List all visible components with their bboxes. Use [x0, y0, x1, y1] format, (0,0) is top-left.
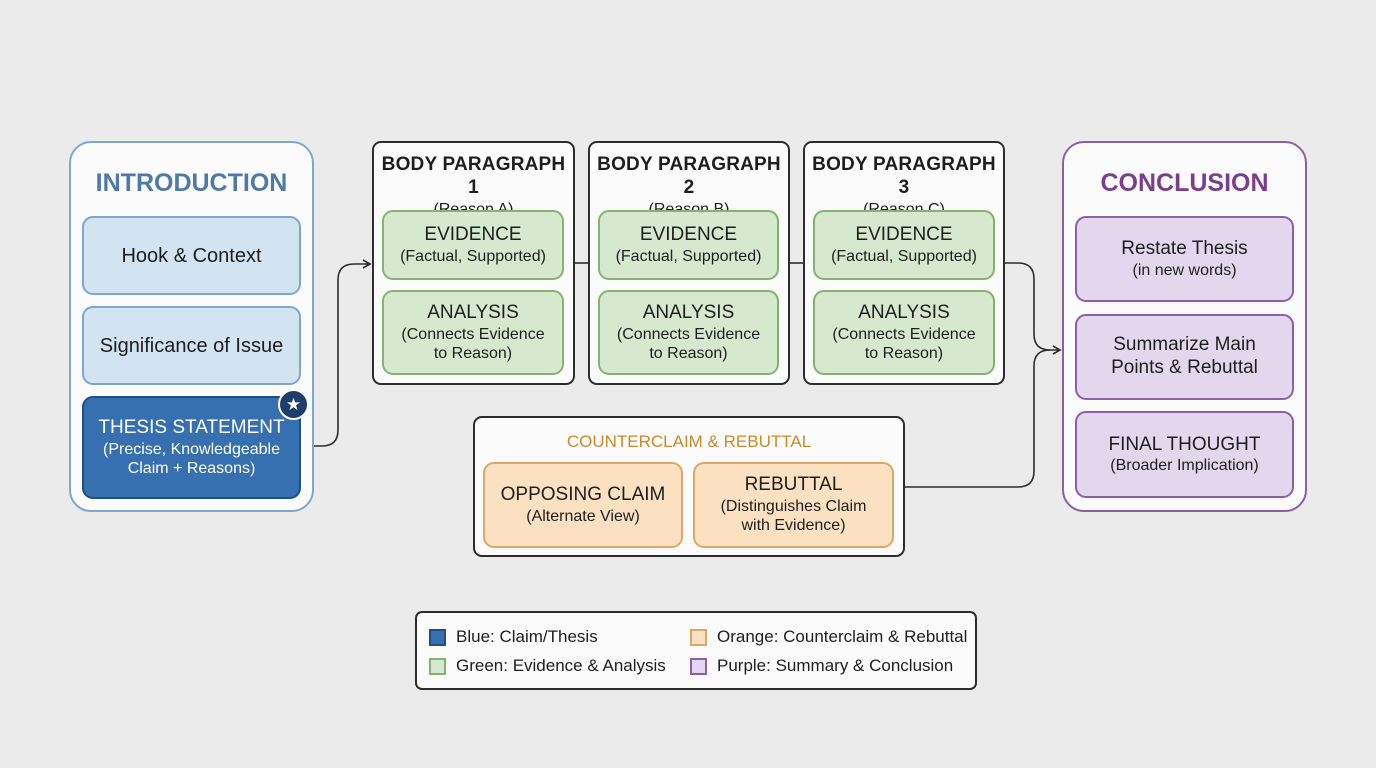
hook-context-label: Hook & Context [121, 244, 262, 267]
opposing-claim-box: OPPOSING CLAIM (Alternate View) [483, 462, 683, 548]
legend-label-purple: Purple: Summary & Conclusion [717, 656, 954, 675]
legend-item-purple: Purple: Summary & Conclusion [690, 656, 953, 676]
analysis-box-2: ANALYSIS (Connects Evidence to Reason) [598, 290, 779, 375]
rebuttal-box: REBUTTAL (Distinguishes Claim with Evide… [693, 462, 894, 548]
restate-thesis-box: Restate Thesis (in new words) [1075, 216, 1294, 302]
rebuttal-line2: with Evidence) [741, 517, 846, 535]
evidence-box-3: EVIDENCE (Factual, Supported) [813, 210, 995, 280]
significance-box: Significance of Issue [82, 306, 301, 385]
final-thought-box: FINAL THOUGHT (Broader Implication) [1075, 411, 1294, 498]
final-thought-title: FINAL THOUGHT [1108, 433, 1261, 455]
body-to-conclusion-arrow [1005, 262, 1062, 355]
analysis-line2: to Reason) [433, 344, 513, 362]
hook-context-box: Hook & Context [82, 216, 301, 295]
analysis-box-1: ANALYSIS (Connects Evidence to Reason) [382, 290, 564, 375]
evidence-title: EVIDENCE [855, 224, 953, 245]
legend-label-blue: Blue: Claim/Thesis [456, 627, 598, 646]
evidence-sub: (Factual, Supported) [400, 247, 546, 265]
summarize-line1: Summarize Main [1113, 334, 1256, 356]
analysis-title: ANALYSIS [427, 301, 519, 323]
thesis-statement-box: THESIS STATEMENT (Precise, Knowledgeable… [82, 396, 301, 499]
thesis-line2: Claim + Reasons) [127, 459, 256, 477]
legend-label-green: Green: Evidence & Analysis [456, 656, 666, 675]
body-paragraph-3-title: BODY PARAGRAPH 3 [812, 154, 996, 198]
legend-swatch-orange [690, 628, 707, 646]
analysis-title: ANALYSIS [642, 301, 735, 323]
analysis-line2: to Reason) [864, 344, 944, 362]
thesis-title: THESIS STATEMENT [98, 416, 285, 438]
evidence-sub: (Factual, Supported) [615, 247, 762, 265]
analysis-line1: (Connects Evidence [616, 325, 761, 343]
final-thought-sub: (Broader Implication) [1110, 457, 1259, 475]
rebuttal-title: REBUTTAL [744, 474, 843, 496]
legend-label-orange: Orange: Counterclaim & Rebuttal [717, 627, 968, 646]
counterclaim-title: COUNTERCLAIM & REBUTTAL [566, 432, 812, 451]
analysis-title: ANALYSIS [858, 301, 950, 323]
legend-swatch-purple [690, 657, 707, 675]
legend-item-orange: Orange: Counterclaim & Rebuttal [690, 627, 967, 647]
legend-swatch-green [429, 657, 446, 675]
evidence-title: EVIDENCE [424, 224, 522, 245]
summarize-line2: Points & Rebuttal [1111, 357, 1258, 378]
summarize-box: Summarize Main Points & Rebuttal [1075, 314, 1294, 400]
evidence-box-1: EVIDENCE (Factual, Supported) [382, 210, 564, 280]
significance-label: Significance of Issue [99, 334, 284, 357]
restate-thesis-line1: Restate Thesis [1121, 238, 1248, 259]
star-icon: ★ [278, 389, 309, 420]
evidence-sub: (Factual, Supported) [831, 247, 977, 265]
opposing-claim-sub: (Alternate View) [526, 507, 640, 525]
introduction-title: INTRODUCTION [95, 169, 288, 197]
legend-item-blue: Blue: Claim/Thesis [429, 627, 598, 647]
thesis-line1: (Precise, Knowledgeable [103, 440, 280, 458]
analysis-line1: (Connects Evidence [401, 325, 545, 343]
body-paragraph-1-title: BODY PARAGRAPH 1 [381, 154, 566, 198]
opposing-claim-title: OPPOSING CLAIM [500, 484, 666, 505]
legend-item-green: Green: Evidence & Analysis [429, 656, 666, 676]
legend-swatch-blue [429, 628, 446, 646]
counterclaim-to-conclusion-arrow [905, 349, 1051, 488]
analysis-line2: to Reason) [649, 344, 728, 362]
rebuttal-line1: (Distinguishes Claim [720, 498, 867, 516]
evidence-box-2: EVIDENCE (Factual, Supported) [598, 210, 779, 280]
analysis-box-3: ANALYSIS (Connects Evidence to Reason) [813, 290, 995, 375]
legend: Blue: Claim/Thesis Green: Evidence & Ana… [415, 611, 977, 690]
conclusion-title: CONCLUSION [1100, 169, 1269, 197]
body-paragraph-2-title: BODY PARAGRAPH 2 [597, 154, 781, 198]
restate-thesis-line2: (in new words) [1132, 261, 1237, 279]
analysis-line1: (Connects Evidence [832, 325, 976, 343]
thesis-to-body-arrow [302, 259, 372, 447]
evidence-title: EVIDENCE [639, 224, 738, 245]
